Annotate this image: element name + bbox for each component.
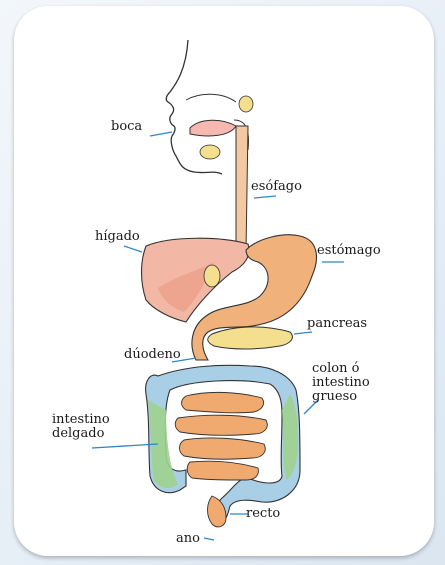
leader-anus: [204, 538, 214, 540]
leader-liver: [124, 246, 142, 252]
leader-small-intestine: [92, 444, 158, 448]
label-pancreas: pancreas: [307, 317, 367, 331]
leader-esophagus: [254, 196, 276, 198]
esophagus-shape: [236, 126, 248, 252]
leader-mouth: [150, 132, 172, 136]
gallbladder: [204, 265, 220, 287]
nasal-cavity: [186, 94, 236, 102]
label-anus: ano: [176, 532, 200, 546]
leader-pancreas: [294, 332, 312, 334]
salivary-gland-2: [200, 145, 220, 159]
label-colon: colon ó intestino grueso: [312, 362, 370, 404]
pancreas-shape: [208, 327, 293, 349]
label-mouth: boca: [111, 120, 142, 134]
label-duodenum: dúodeno: [124, 348, 181, 362]
small-intestine-shape: [175, 392, 267, 480]
label-stomach: estómago: [317, 244, 381, 258]
tongue: [190, 120, 236, 136]
label-small-intestine: intestino delgado: [52, 413, 110, 441]
label-rectum: recto: [246, 507, 280, 521]
salivary-gland-1: [239, 96, 253, 112]
label-liver: hígado: [95, 230, 140, 244]
label-esophagus: esófago: [251, 180, 302, 194]
